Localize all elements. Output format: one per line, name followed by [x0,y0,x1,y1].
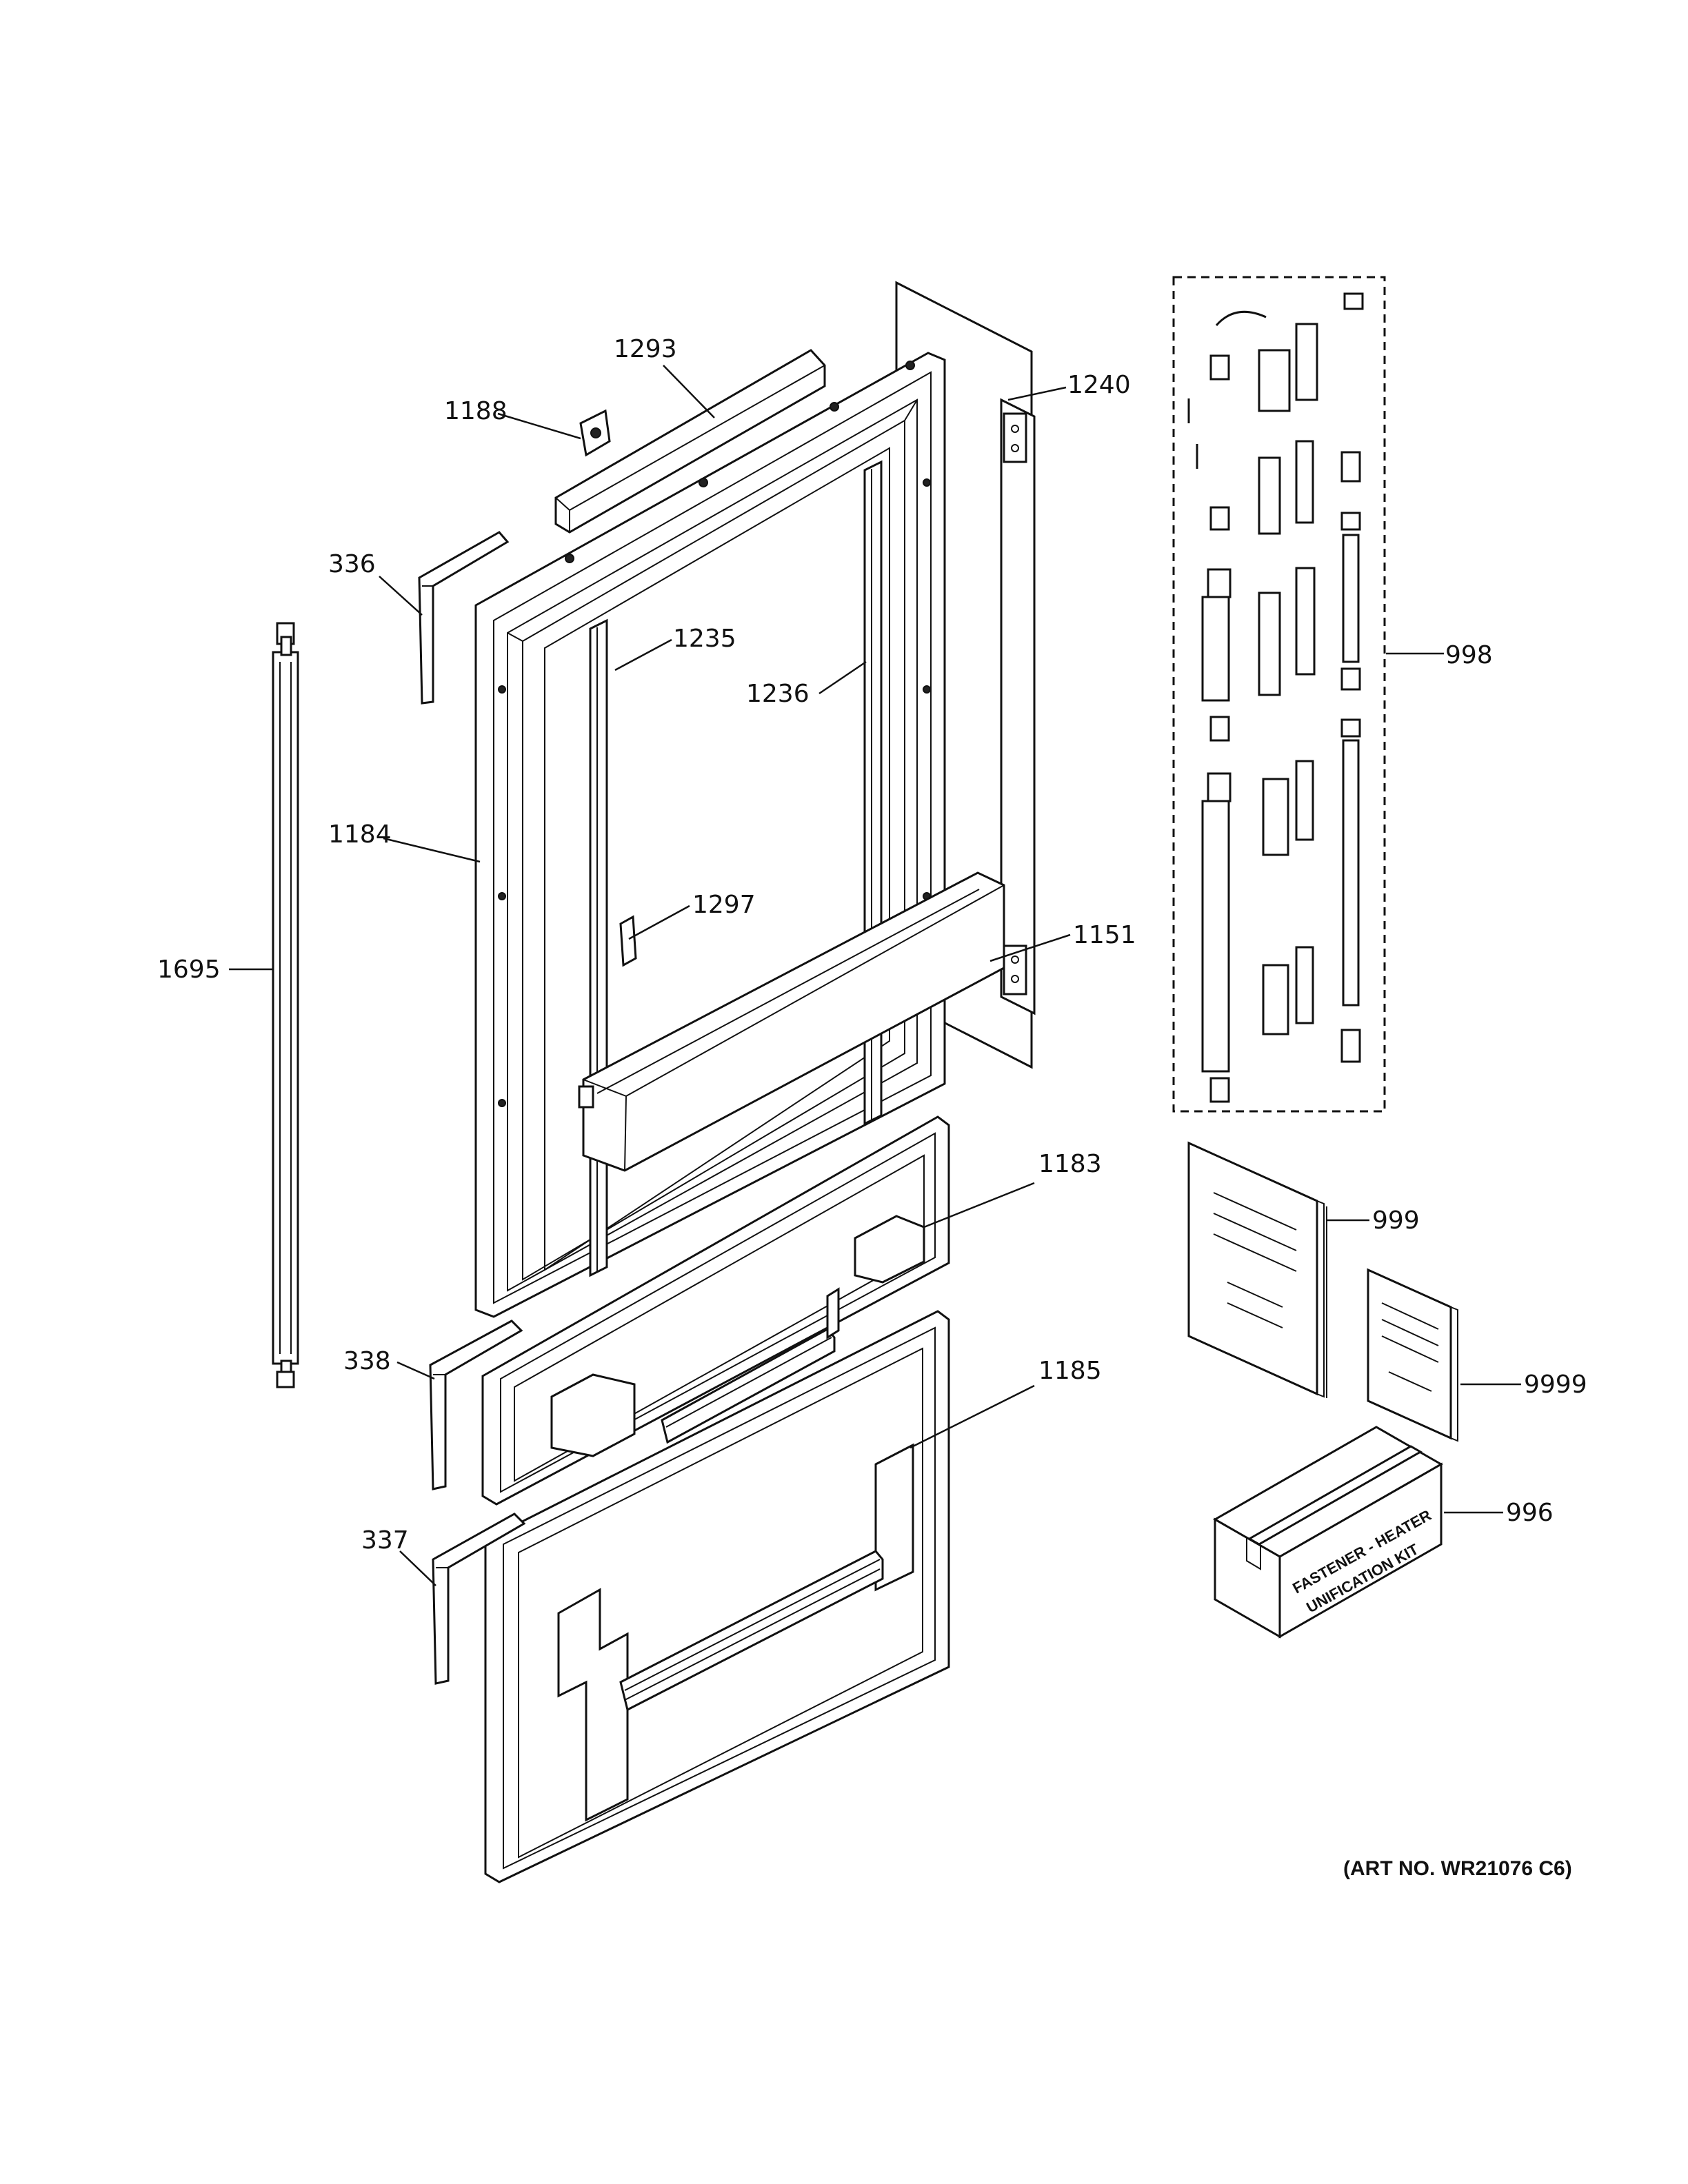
callout-1240: 1240 [1067,371,1131,399]
callout-1185: 1185 [1038,1357,1102,1385]
callout-1151: 1151 [1073,921,1136,949]
vertical-rail-1235 [589,618,608,1277]
drawer-front-1185 [484,1310,950,1883]
leader-lines [229,365,1521,1586]
art-number: (ART NO. WR21076 C6) [1343,1857,1572,1880]
callout-336: 336 [328,550,376,578]
callout-996: 996 [1506,1499,1554,1527]
manual-999 [1187,1141,1327,1398]
callout-1235: 1235 [673,625,736,653]
callout-1695: 1695 [157,956,221,984]
end-cap-336 [418,531,510,705]
callout-999: 999 [1372,1206,1420,1235]
end-cap-337 [432,1513,526,1685]
callout-1188: 1188 [444,397,508,425]
callout-1184: 1184 [328,820,392,849]
callout-1297: 1297 [692,891,756,919]
end-cap-338 [429,1320,523,1490]
callout-338: 338 [343,1347,391,1375]
callout-337: 337 [361,1526,409,1555]
drawer-front-1183 [481,1115,950,1506]
kit-box-996: FASTENER - HEATER UNIFICATION KIT [1212,1426,1444,1639]
callout-1236: 1236 [746,680,810,708]
door-bin-1151 [578,871,1005,1172]
trim-strip-1293 [554,349,826,534]
callout-9999: 9999 [1524,1371,1587,1399]
hardware-kit-998 [1172,276,1386,1113]
manual-9999 [1367,1268,1458,1442]
callout-1293: 1293 [614,335,677,363]
cap-1188 [579,409,611,457]
gasket-strip-1695 [272,622,299,1388]
callout-998: 998 [1445,641,1493,669]
clip-1297 [619,915,637,967]
callout-labels: 1293 1188 1240 336 1235 1236 998 1184 12… [157,335,1587,1555]
callout-1183: 1183 [1038,1150,1102,1178]
